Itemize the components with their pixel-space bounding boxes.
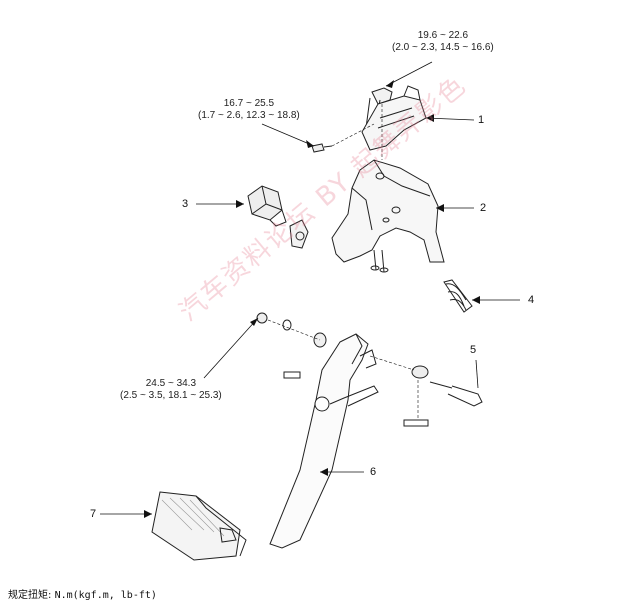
callout-5: 5 — [470, 344, 477, 356]
torque-spec-bracket-bolt: 16.7 ~ 25.5 (1.7 ~ 2.6, 12.3 ~ 18.8) — [198, 98, 300, 122]
part-7-pedal-pad — [151, 491, 247, 561]
callout-7: 7 — [90, 508, 97, 520]
part-5-pivot-bolt — [411, 365, 483, 407]
torque-spec-value: 16.7 ~ 25.5 — [223, 98, 275, 109]
callout-4: 4 — [528, 294, 535, 306]
part-4-return-spring — [443, 279, 473, 313]
bolt-upper-left — [311, 143, 333, 153]
torque-spec-alt-units: (2.0 ~ 2.3, 14.5 ~ 16.6) — [392, 42, 494, 53]
torque-spec-alt-units: (2.5 ~ 3.5, 18.1 ~ 25.3) — [120, 390, 222, 401]
washers — [256, 312, 327, 348]
switch-clip — [289, 219, 309, 249]
torque-note-units: N.m(kgf.m, lb-ft) — [54, 590, 157, 601]
part-6-pedal-arm — [269, 333, 379, 549]
callout-3: 3 — [182, 198, 189, 210]
torque-units-note: 规定扭矩: N.m(kgf.m, lb-ft) — [8, 586, 157, 601]
callout-2: 2 — [480, 202, 487, 214]
torque-note-label: 规定扭矩: — [8, 590, 52, 601]
tag-markers — [283, 371, 429, 427]
part-2-pedal-bracket — [331, 159, 445, 273]
part-3-stop-lamp-switch — [247, 185, 287, 227]
dashed-assembly-lines — [267, 104, 419, 418]
torque-spec-value: 24.5 ~ 34.3 — [145, 378, 197, 389]
arrowheads — [144, 80, 480, 518]
part-1-upper-bracket — [361, 85, 427, 151]
torque-spec-alt-units: (1.7 ~ 2.6, 12.3 ~ 18.8) — [198, 110, 300, 121]
torque-spec-pivot-nut: 24.5 ~ 34.3 (2.5 ~ 3.5, 18.1 ~ 25.3) — [120, 378, 222, 402]
torque-spec-value: 19.6 ~ 22.6 — [417, 30, 469, 41]
callout-6: 6 — [370, 466, 377, 478]
torque-spec-upper-nut: 19.6 ~ 22.6 (2.0 ~ 2.3, 14.5 ~ 16.6) — [392, 30, 494, 54]
callout-1: 1 — [478, 114, 485, 126]
